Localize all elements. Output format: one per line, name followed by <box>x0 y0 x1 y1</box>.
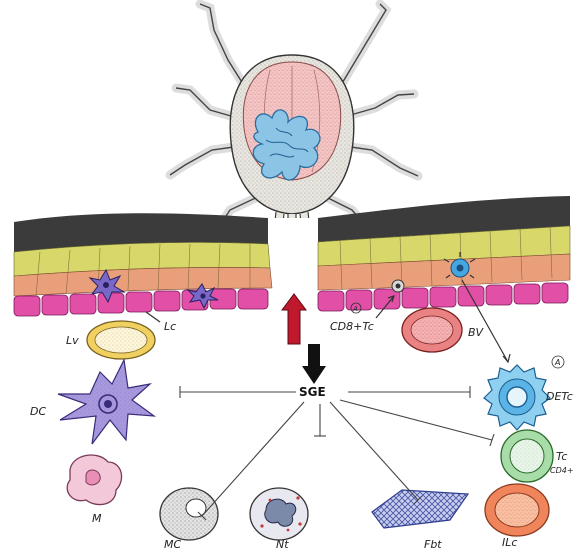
label-detc: DETc <box>546 390 573 403</box>
label-lc: Lc <box>164 320 176 333</box>
arrow-down-black <box>302 344 326 384</box>
label-cd8tc: CD8+Tc <box>330 320 374 333</box>
detc-cell <box>484 365 550 430</box>
neutrophil <box>250 488 308 540</box>
label-bv: BV <box>468 326 485 339</box>
label-ilc: ILc <box>502 536 517 549</box>
label-detc-marker: A <box>554 358 560 367</box>
dendritic-cell <box>58 360 154 444</box>
blood-vessel <box>402 308 462 352</box>
label-fbt: Fbt <box>424 538 442 551</box>
label-dc: DC <box>30 405 46 418</box>
label-nt: Nt <box>276 538 289 551</box>
lymph-vessel <box>87 321 155 359</box>
label-tc: Tc <box>556 450 567 463</box>
label-cd4: CD4+ <box>550 466 574 475</box>
ilc-cell <box>485 484 549 536</box>
label-sge: SGE <box>299 385 326 399</box>
label-cd8-marker: A <box>352 305 358 313</box>
label-lv: Lv <box>66 334 79 347</box>
mast-cell <box>160 488 218 540</box>
label-m: M <box>92 512 102 525</box>
tc-cd4-cell <box>501 430 553 482</box>
cd8-tc-small <box>392 280 404 292</box>
fibroblast-mesh <box>372 490 468 528</box>
label-mc: MC <box>164 538 181 551</box>
macrophage <box>67 455 121 505</box>
lc-pointer <box>146 312 160 322</box>
